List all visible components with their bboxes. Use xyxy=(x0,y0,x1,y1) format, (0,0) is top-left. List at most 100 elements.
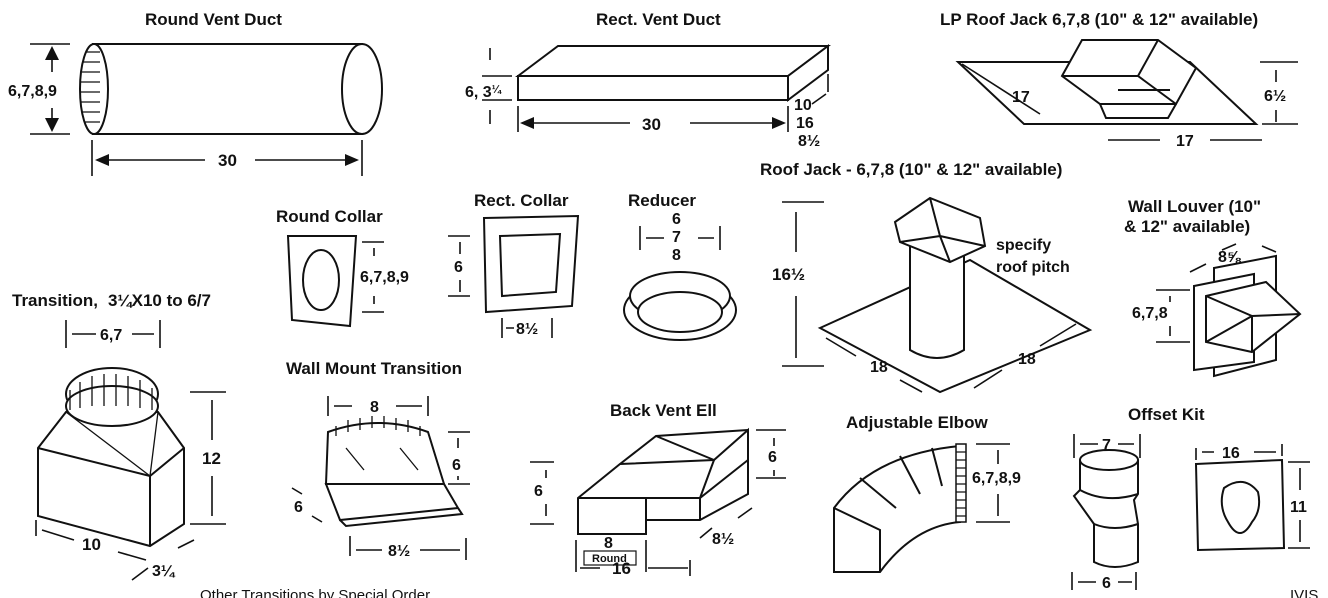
offset-plate-hole xyxy=(1220,481,1261,534)
roof-jack-cap xyxy=(893,196,987,264)
roof-jack-title: Roof Jack - 6,7,8 (10" & 12" available) xyxy=(760,160,1062,179)
roof-jack-cap-edges xyxy=(899,197,986,263)
roof-jack: Roof Jack - 6,7,8 (10" & 12" available) … xyxy=(760,160,1093,394)
offset-6-label: 6 xyxy=(1102,575,1111,592)
lp-roof-jack: LP Roof Jack 6,7,8 (10" & 12" available)… xyxy=(940,10,1298,150)
adjustable-elbow: Adjustable Elbow 6,7,8,9 xyxy=(833,413,1021,573)
round-collar: Round Collar 6,7,8,9 xyxy=(276,207,409,328)
wmt-title: Wall Mount Transition xyxy=(286,359,462,378)
dim-lines xyxy=(517,106,789,132)
roof-jack-h-label: 16½ xyxy=(772,265,805,284)
collar-crimp xyxy=(69,374,153,410)
louver-d-label: 6,7,8 xyxy=(1132,305,1168,322)
lp-17a-label: 17 xyxy=(1012,89,1030,106)
dim-lines xyxy=(973,323,1077,389)
rect-collar-h-label: 6 xyxy=(454,259,463,276)
offset-kit-title: Offset Kit xyxy=(1128,405,1205,424)
wmt-crimp xyxy=(335,416,421,471)
dim-lines xyxy=(349,536,467,560)
wmt-h-label: 6 xyxy=(452,457,461,474)
round-duct-crimp xyxy=(79,43,109,135)
lp-base xyxy=(1099,89,1177,119)
round-vent-duct-title: Round Vent Duct xyxy=(145,10,282,29)
ell-round-label: Round xyxy=(592,553,627,565)
elbow-segments xyxy=(833,447,943,572)
dim-lines xyxy=(448,235,470,297)
offset-kit: Offset Kit 7 6 16 11 xyxy=(1071,405,1310,592)
corner-mark: IVIS xyxy=(1290,587,1318,598)
wall-mount-transition: Wall Mount Transition 8 6 6 8½ xyxy=(286,359,470,560)
louver-w-label: 8⅝ xyxy=(1218,249,1242,266)
rect-collar-title: Rect. Collar xyxy=(474,191,569,210)
dim-lines xyxy=(530,461,554,525)
crimp-lines xyxy=(81,51,100,123)
rect-duct-len-label: 30 xyxy=(642,115,661,134)
dim-lines xyxy=(782,201,824,367)
rect-duct-w3-label: 8½ xyxy=(798,133,820,150)
wmt-flange xyxy=(339,507,464,528)
transition-title: Transition,3¼X10 to 6/7 xyxy=(12,291,211,310)
adjustable-elbow-title: Adjustable Elbow xyxy=(846,413,988,432)
dim-lines xyxy=(580,560,691,576)
wall-louver-title-1: Wall Louver (10" xyxy=(1128,197,1261,216)
ell-edges xyxy=(578,429,749,534)
rect-collar: Rect. Collar 6 8½ xyxy=(448,191,580,338)
dim-lines xyxy=(825,337,923,393)
reducer-title: Reducer xyxy=(628,191,696,210)
ell-h-left-label: 6 xyxy=(534,483,543,500)
offset-16-label: 16 xyxy=(1222,445,1240,462)
transition: Transition,3¼X10 to 6/7 6,7 12 10 3¼ xyxy=(12,291,226,581)
dim-lines xyxy=(639,226,721,250)
wmt-w-label: 8½ xyxy=(388,543,410,560)
elbow-dia-label: 6,7,8,9 xyxy=(972,470,1021,487)
dim-lines xyxy=(1156,289,1190,343)
dim-lines xyxy=(131,539,195,581)
dim-lines xyxy=(291,487,323,523)
ell-h-right-label: 6 xyxy=(768,449,777,466)
wmt-top-label: 8 xyxy=(370,399,379,416)
offset-pipe xyxy=(1072,460,1139,568)
transition-box xyxy=(37,411,185,548)
rect-duct-w1-label: 10 xyxy=(794,97,812,114)
elbow-body xyxy=(833,444,961,573)
lp-h-label: 6½ xyxy=(1264,88,1286,105)
rect-duct-end xyxy=(787,44,829,102)
lp-hood-edges xyxy=(1062,39,1177,105)
dim-lines xyxy=(501,318,553,338)
offset-11-label: 11 xyxy=(1290,499,1307,516)
reducer: Reducer 6 7 8 xyxy=(623,191,737,341)
offset-seams xyxy=(1079,489,1139,529)
louver-hood-edges xyxy=(1205,295,1301,352)
transition-w-label: 10 xyxy=(82,535,101,554)
dim-lines xyxy=(756,429,786,479)
round-collar-title: Round Collar xyxy=(276,207,383,226)
lp-roof-jack-title: LP Roof Jack 6,7,8 (10" & 12" available) xyxy=(940,10,1258,29)
rect-vent-duct: Rect. Vent Duct 6, 3¼ 30 10 16 8½ xyxy=(465,10,831,150)
ell-body xyxy=(577,427,749,535)
ell-8-label: 8 xyxy=(604,535,613,552)
wall-louver: Wall Louver (10" & 12" available) 8⅝ 6,7… xyxy=(1124,197,1302,378)
transition-h-label: 12 xyxy=(202,449,221,468)
rect-duct-front xyxy=(517,75,789,101)
dim-lines xyxy=(976,443,1010,523)
dim-lines xyxy=(362,241,384,313)
ell-16-label: 16 xyxy=(612,559,631,578)
roof-jack-18b-label: 18 xyxy=(1018,351,1036,368)
rect-duct-h-label: 6, 3¼ xyxy=(465,84,502,101)
dim-lines xyxy=(961,63,1041,115)
dim-lines xyxy=(35,520,147,561)
rect-vent-duct-title: Rect. Vent Duct xyxy=(596,10,721,29)
dim-lines xyxy=(1189,243,1277,273)
round-duct-dia-label: 6,7,8,9 xyxy=(8,83,57,100)
dim-lines xyxy=(327,396,429,416)
dim-lines xyxy=(1195,444,1283,460)
transition-top-label: 6,7 xyxy=(100,327,122,344)
transition-collar-bottom xyxy=(65,385,159,427)
elbow-crimp xyxy=(955,443,967,523)
round-duct-end xyxy=(341,43,383,135)
transition-d-label: 3¼ xyxy=(152,563,176,580)
dim-lines xyxy=(1260,61,1298,125)
rect-duct-top xyxy=(515,45,831,77)
wmt-body xyxy=(324,422,446,485)
